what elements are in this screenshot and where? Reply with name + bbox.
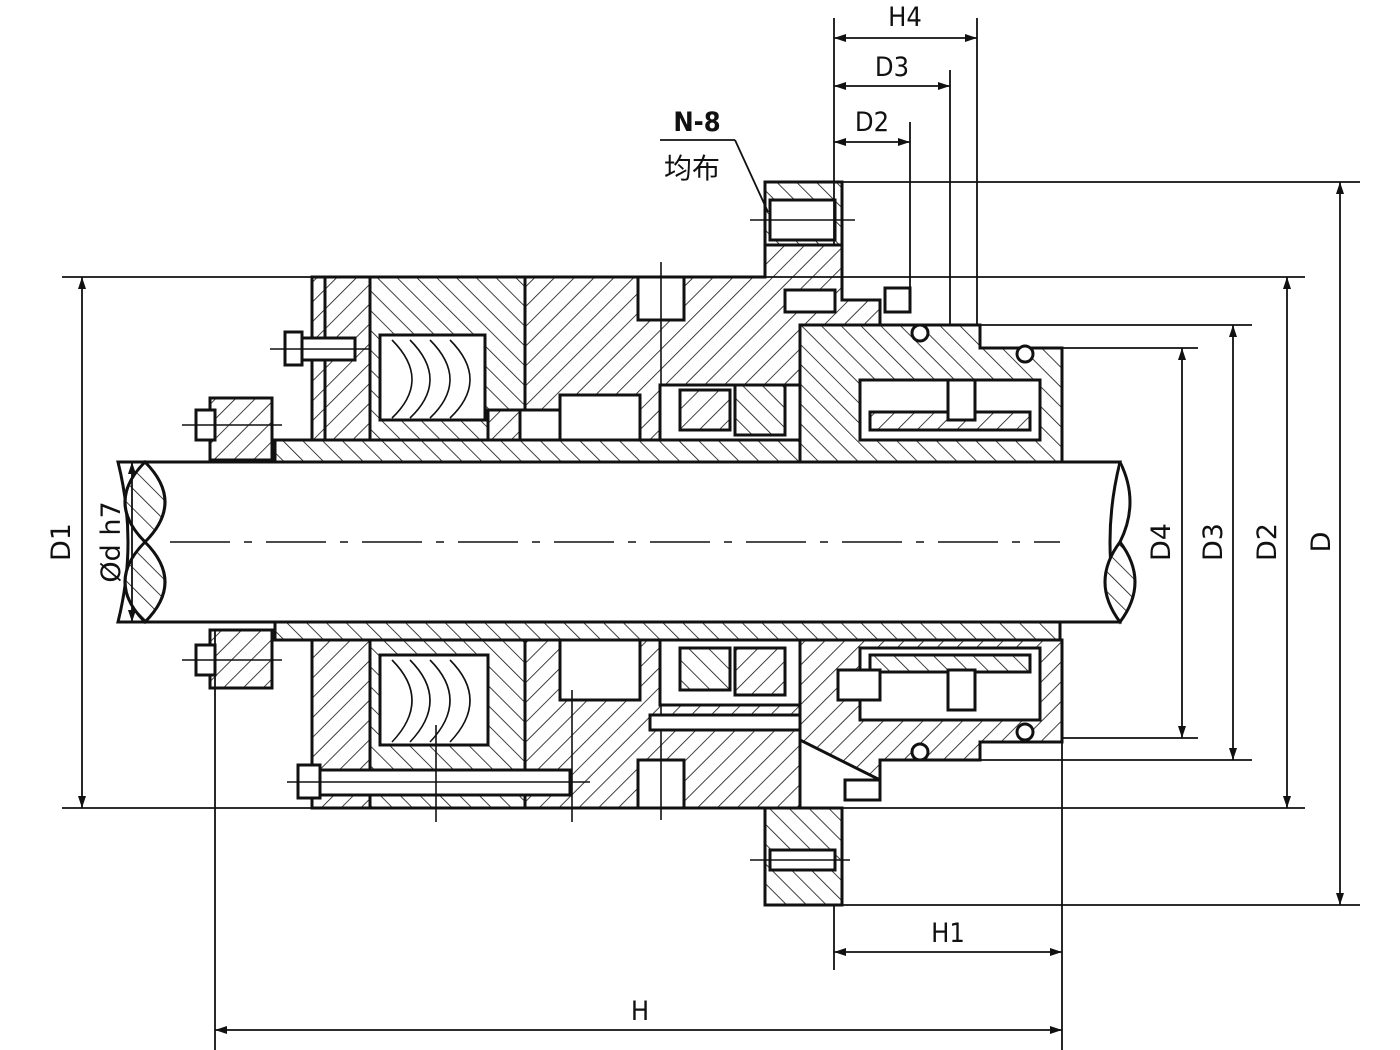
label-evenly-distributed: 均布	[664, 152, 720, 185]
left-collar-upper	[208, 396, 274, 462]
upper-section	[182, 180, 1064, 464]
label-d1: D1	[46, 523, 77, 561]
label-n8: N-8	[673, 107, 720, 138]
label-d2-top: D2	[855, 107, 889, 138]
label-h1: H1	[931, 918, 965, 949]
shaft	[116, 459, 1137, 625]
sleeve-lower	[273, 620, 1062, 642]
dimensions	[62, 18, 1360, 1050]
label-d2: D2	[1252, 523, 1283, 561]
label-h4: H4	[888, 2, 922, 33]
label-d4: D4	[1146, 523, 1177, 561]
label-shaft-dia: Ød h7	[96, 501, 127, 582]
label-d3: D3	[1198, 523, 1229, 561]
left-collar-lower	[208, 628, 274, 690]
lower-section	[182, 620, 1064, 907]
shaft-break-right	[1103, 539, 1137, 625]
label-d3-top: D3	[875, 52, 909, 83]
label-d: D	[1306, 532, 1337, 553]
label-h: H	[631, 996, 649, 1027]
bearing-lower	[378, 653, 490, 747]
dimension-labels: H4 D3 D2 N-8 均布 D1 Ød h7 D4 D3 D2 D H1 H	[46, 2, 1337, 1027]
